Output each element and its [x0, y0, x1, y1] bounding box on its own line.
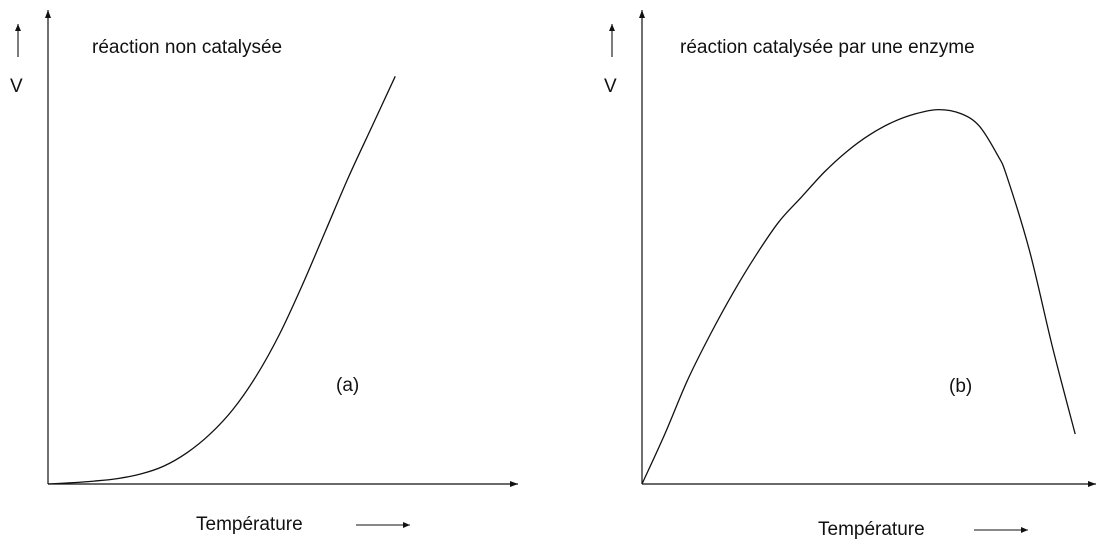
chart-a-xlabel-arrowhead [403, 522, 410, 528]
chart-b-series-curve [641, 108, 1076, 485]
chart-a-reaction-non-catalysee: V réaction non catalysée (a) Température [10, 10, 518, 535]
chart-a-ylabel: V [10, 76, 23, 97]
chart-a-series-curve [47, 76, 396, 485]
chart-a-annotation: (a) [336, 375, 359, 396]
chart-b-reaction-catalysee-enzyme: V réaction catalysée par une enzyme (b) … [604, 10, 1096, 540]
chart-b-ylabel: V [604, 76, 617, 97]
chart-b-title: réaction catalysée par une enzyme [680, 37, 975, 58]
chart-b-y-axis-arrowhead [639, 10, 645, 18]
chart-a-v-arrowhead [15, 24, 21, 31]
chart-a-y-axis-arrowhead [45, 10, 51, 18]
chart-a-xlabel: Température [196, 514, 303, 535]
chart-b-xlabel: Température [818, 519, 925, 540]
chart-a-x-axis-arrowhead [510, 481, 518, 487]
chart-a-title: réaction non catalysée [92, 37, 282, 58]
chart-b-v-arrowhead [609, 24, 615, 31]
chart-b-xlabel-arrowhead [1021, 527, 1028, 533]
chart-b-x-axis-arrowhead [1088, 481, 1096, 487]
chart-b-annotation: (b) [949, 376, 972, 397]
